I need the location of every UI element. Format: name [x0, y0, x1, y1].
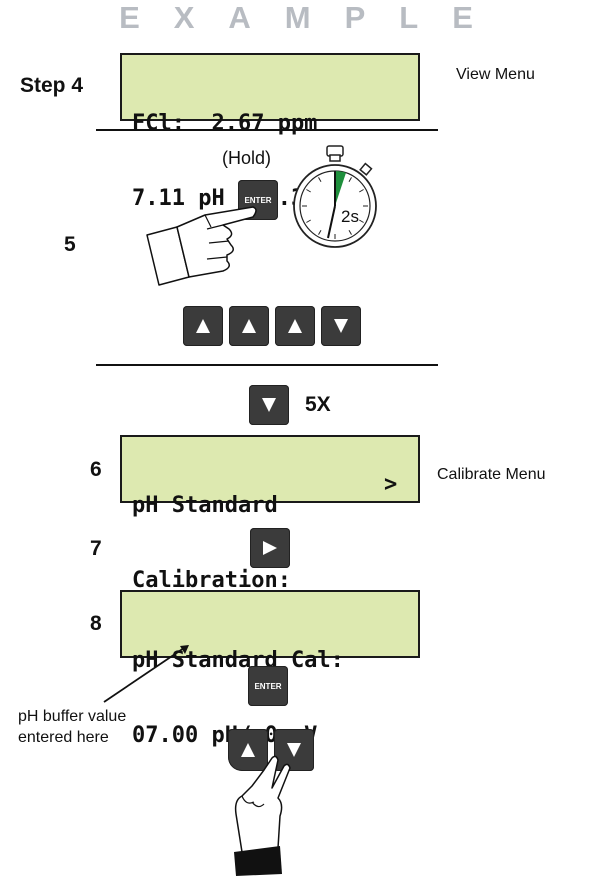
- press-count-label: 5X: [305, 393, 331, 416]
- lcd-cursor-indicator: >: [384, 472, 398, 497]
- lcd-calibrate-line-2: Calibration:: [132, 568, 291, 593]
- down-arrow-key-1[interactable]: [321, 306, 361, 346]
- down-arrow-icon: [287, 743, 301, 757]
- down-arrow-icon: [334, 319, 348, 333]
- down-arrow-key-5x[interactable]: [249, 385, 289, 425]
- up-arrow-key-adjust[interactable]: [228, 729, 268, 771]
- enter-key-label: ENTER: [254, 681, 282, 691]
- lcd-view-line-1: FCl: 2.67 ppm: [132, 111, 318, 136]
- divider-2: [96, 364, 438, 366]
- hold-label: (Hold): [222, 148, 272, 168]
- example-banner: EXAMPLE: [119, 0, 507, 35]
- up-arrow-icon: [241, 743, 255, 757]
- divider-1: [96, 129, 438, 131]
- enter-key-label: ENTER: [244, 195, 272, 205]
- stopwatch-icon: [293, 145, 377, 248]
- lcd-cal-line-1: pH Standard Cal:: [132, 648, 344, 673]
- up-arrow-key-3[interactable]: [275, 306, 315, 346]
- lcd-display-calibrate: pH Standard Calibration:: [120, 435, 420, 593]
- two-finger-hand-icon: [234, 755, 291, 876]
- down-arrow-key-adjust[interactable]: [274, 729, 314, 771]
- up-arrow-icon: [242, 319, 256, 333]
- annotation-line-1: pH buffer value: [18, 708, 127, 725]
- up-arrow-key-1[interactable]: [183, 306, 223, 346]
- step-4-label: Step 4: [20, 74, 84, 97]
- right-arrow-icon: [263, 541, 277, 555]
- calibrate-menu-label: Calibrate Menu: [437, 466, 546, 483]
- step-8-label: 8: [90, 612, 102, 635]
- enter-key-confirm[interactable]: ENTER: [248, 666, 288, 706]
- up-arrow-key-2[interactable]: [229, 306, 269, 346]
- view-menu-label: View Menu: [456, 66, 535, 83]
- up-arrow-icon: [196, 319, 210, 333]
- lcd-calibrate-line-1: pH Standard: [132, 493, 278, 518]
- down-arrow-icon: [262, 398, 276, 412]
- stopwatch-time-label: 2s: [341, 207, 359, 226]
- step-7-label: 7: [90, 537, 102, 560]
- step-5-label: 5: [64, 233, 76, 256]
- right-arrow-key[interactable]: [250, 528, 290, 568]
- pointing-hand-icon: [146, 206, 257, 286]
- up-arrow-icon: [288, 319, 302, 333]
- step-6-label: 6: [90, 458, 102, 481]
- annotation-line-2: entered here: [18, 729, 109, 746]
